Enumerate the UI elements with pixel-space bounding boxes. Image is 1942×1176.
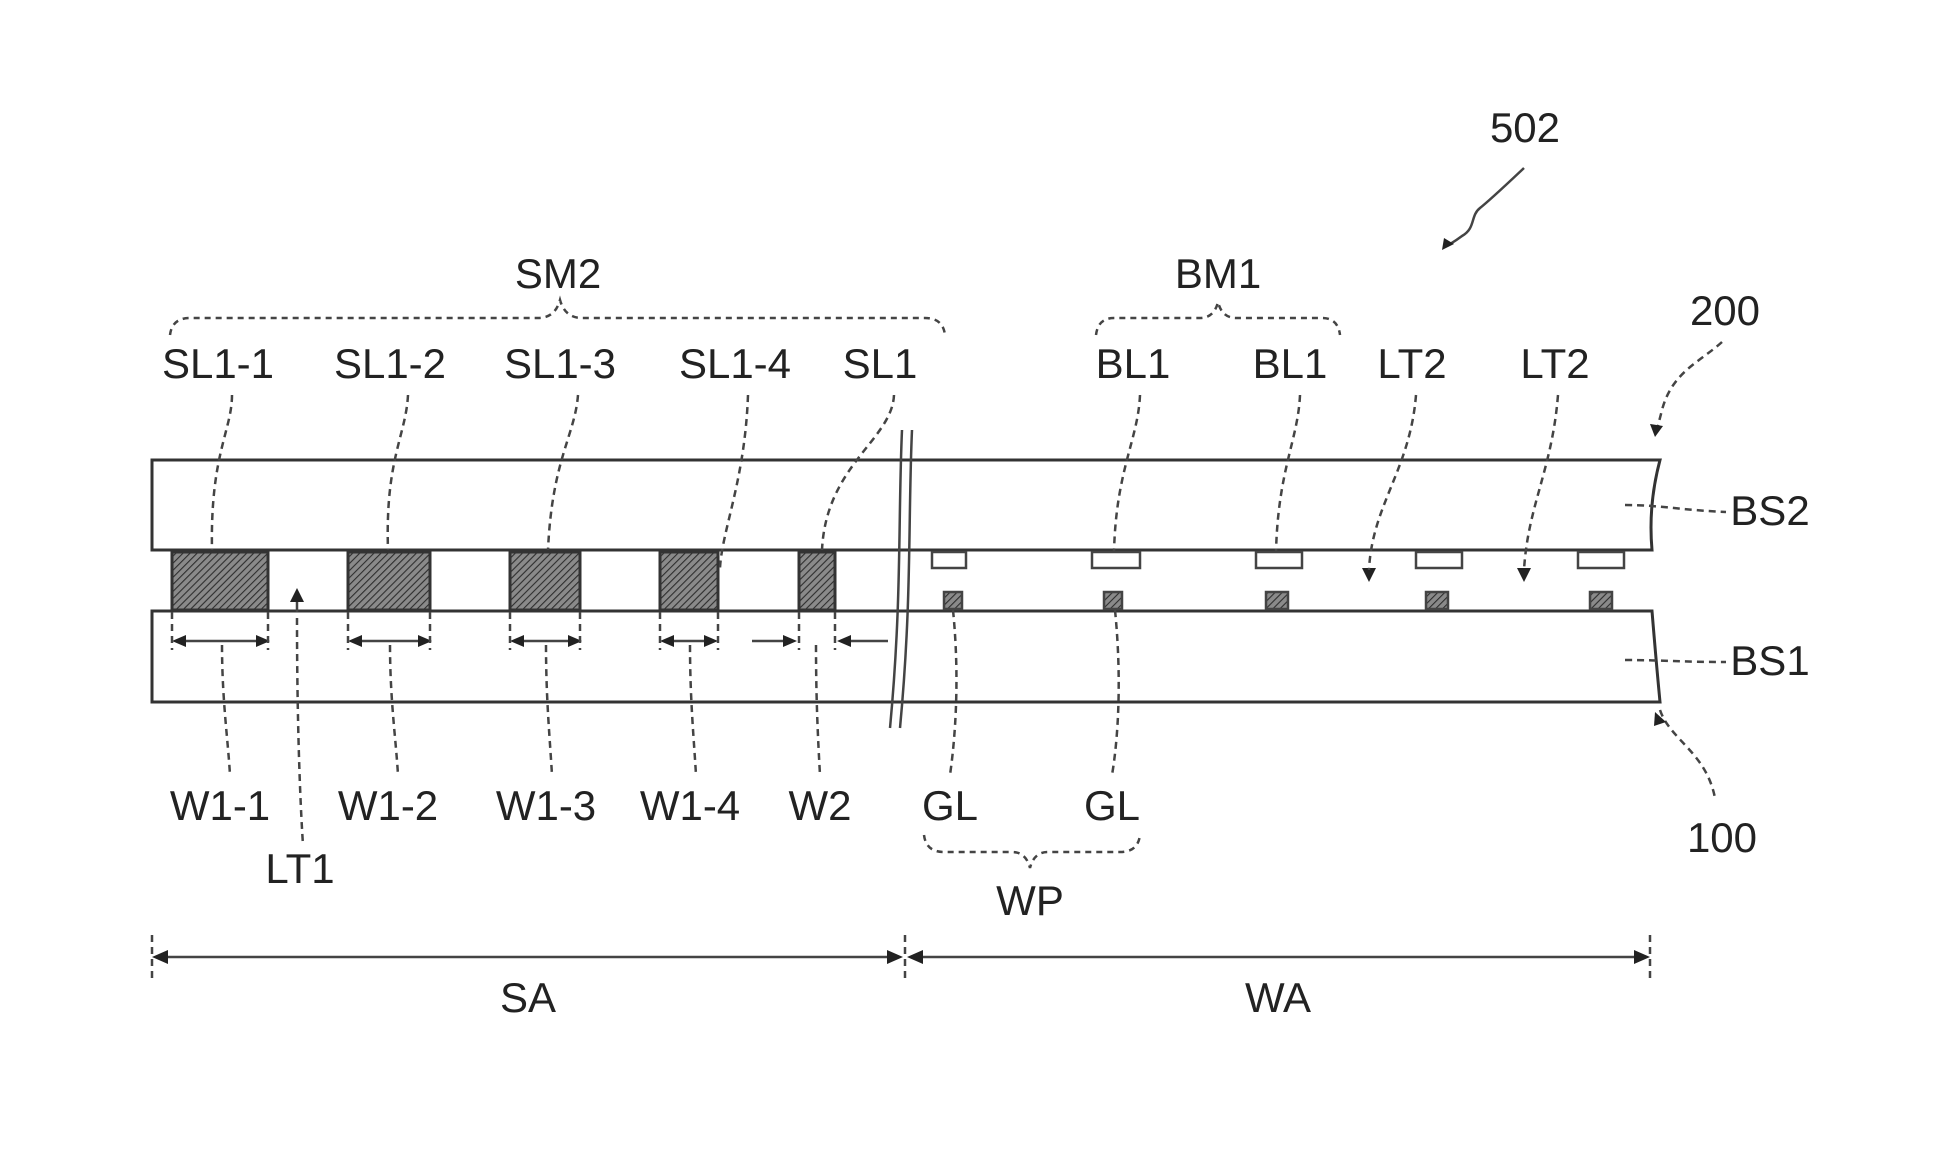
bm1-brace (1096, 302, 1340, 335)
black-matrix-segment (1256, 552, 1302, 568)
width-label-1: W1-1 (170, 782, 270, 829)
shield-line-5 (799, 552, 835, 610)
upper-assembly-arrowhead (1650, 424, 1663, 437)
lt2-label-2: LT2 (1520, 340, 1589, 387)
black-matrix-segment (1416, 552, 1462, 568)
lower-assembly-arrowhead (1654, 712, 1666, 726)
grid-line-square (1590, 592, 1612, 609)
shield-line-label-4: SL1-4 (679, 340, 791, 387)
black-line-label-2: BL1 (1253, 340, 1328, 387)
upper-assembly-label: 200 (1690, 287, 1760, 334)
wp-label: WP (996, 877, 1064, 924)
sm2-brace (170, 300, 945, 335)
grid-line-label-1: GL (922, 782, 978, 829)
grid-line-square (1426, 592, 1448, 609)
shield-line-4 (660, 552, 718, 610)
shield-line-3 (510, 552, 580, 610)
lt2-label-1: LT2 (1377, 340, 1446, 387)
sm2-label: SM2 (515, 250, 601, 297)
figure-reference-leader (1447, 168, 1524, 246)
shield-line-1 (172, 552, 268, 610)
black-matrix-segment (1578, 552, 1624, 568)
upper-assembly-leader (1657, 342, 1722, 430)
lt2-arrowhead-2 (1517, 568, 1531, 582)
width-label-4: W1-4 (640, 782, 740, 829)
shield-line-label-1: SL1-1 (162, 340, 274, 387)
wp-brace (924, 835, 1140, 868)
width-label-2: W1-2 (338, 782, 438, 829)
black-line-label-1: BL1 (1096, 340, 1171, 387)
lt1-arrowhead (290, 588, 304, 602)
black-matrix-segment (1092, 552, 1140, 568)
shield-line-2 (348, 552, 430, 610)
lower-substrate-label: BS1 (1730, 637, 1809, 684)
width-label-5: W2 (789, 782, 852, 829)
shield-line-label-3: SL1-3 (504, 340, 616, 387)
area-dimension (152, 935, 1650, 978)
black-matrix-segment (932, 552, 966, 568)
wa-label: WA (1245, 974, 1311, 1021)
grid-line-square (1266, 592, 1288, 609)
lower-assembly-leader (1660, 710, 1715, 798)
shield-line-label-5: SL1 (843, 340, 918, 387)
upper-substrate-bs2 (152, 460, 1660, 550)
grid-line-label-2: GL (1084, 782, 1140, 829)
lower-assembly-label: 100 (1687, 814, 1757, 861)
shield-line-label-2: SL1-2 (334, 340, 446, 387)
bm1-label: BM1 (1175, 250, 1261, 297)
figure-reference-arrowhead (1442, 238, 1454, 250)
width-label-3: W1-3 (496, 782, 596, 829)
figure-reference-label: 502 (1490, 104, 1560, 151)
grid-line-square (944, 592, 962, 609)
lt1-label: LT1 (265, 845, 334, 892)
upper-substrate-label: BS2 (1730, 487, 1809, 534)
grid-line-square (1104, 592, 1122, 609)
lt2-arrowhead-1 (1362, 568, 1376, 582)
sa-label: SA (500, 974, 556, 1021)
